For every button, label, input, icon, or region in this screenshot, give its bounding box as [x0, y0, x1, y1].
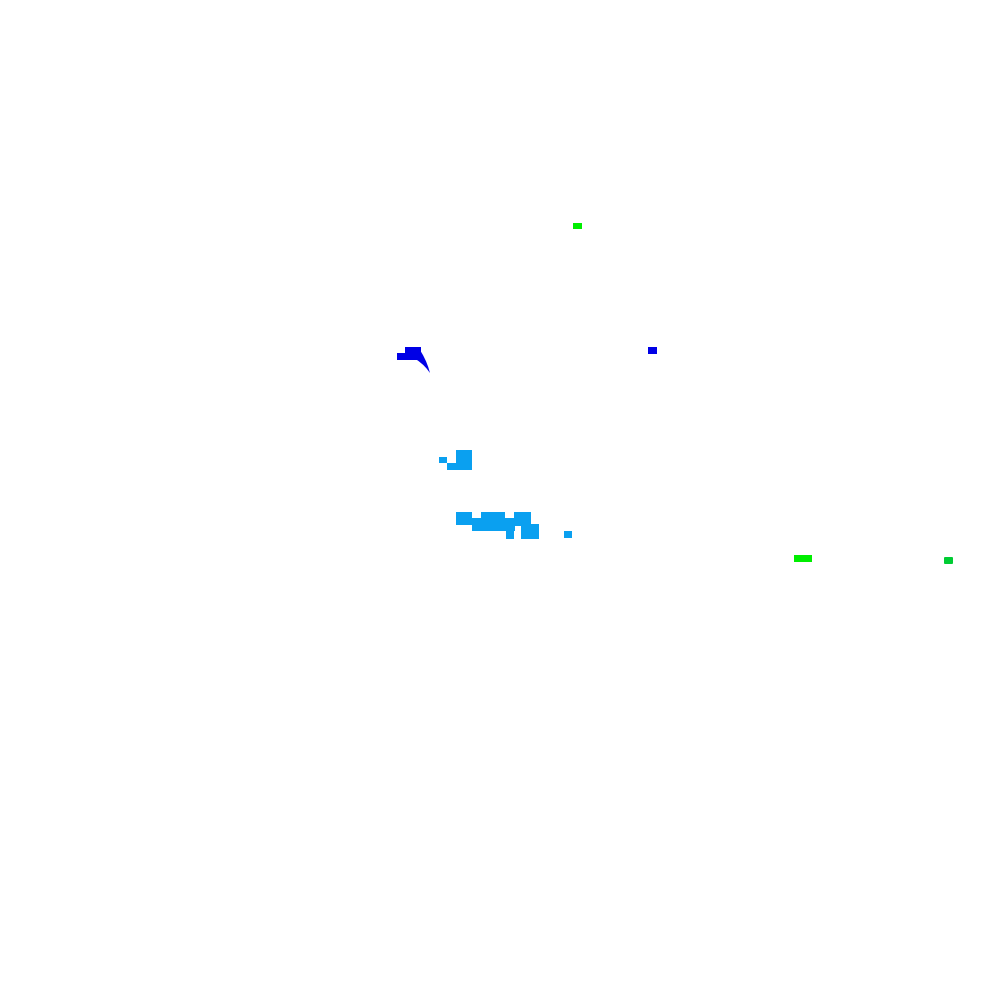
sky-blue-lower-block-5 — [514, 512, 531, 526]
green-mark-top-block — [573, 223, 582, 229]
green-mark-far-right-block — [944, 557, 953, 564]
green-mark-top — [573, 223, 582, 229]
sky-blue-lower-block-3 — [481, 512, 505, 531]
sky-blue-mark-block — [564, 531, 572, 538]
sky-blue-lower-block-6 — [506, 525, 514, 539]
blue-hook-shape — [397, 347, 430, 373]
sky-blue-upper-foot — [447, 463, 459, 470]
blue-mark-block — [648, 347, 657, 354]
green-mark-far-right — [944, 557, 953, 564]
sky-blue-lower-block-2 — [472, 518, 482, 531]
green-mark-right-block — [794, 555, 812, 562]
green-mark-right — [794, 555, 812, 562]
blue-hook-tail — [412, 350, 430, 373]
sky-blue-cluster-upper — [439, 450, 472, 470]
sky-blue-cluster-lower — [456, 512, 539, 539]
blue-hook-base — [397, 353, 421, 360]
sky-blue-mark — [564, 531, 572, 538]
sky-blue-lower-block-7 — [521, 524, 539, 539]
sky-blue-upper-dot — [439, 457, 447, 463]
blue-mark — [648, 347, 657, 354]
sky-blue-lower-block-1 — [456, 512, 472, 525]
sky-blue-upper-block — [456, 450, 472, 470]
